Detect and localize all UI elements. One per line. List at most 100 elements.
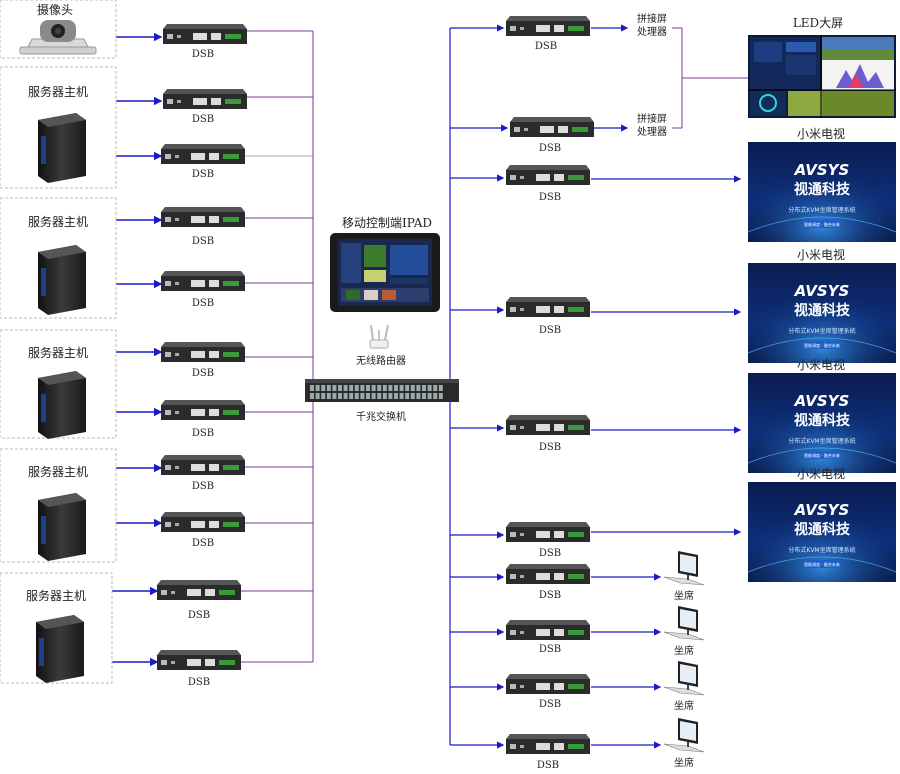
tv-brand-text: AVSYS bbox=[794, 392, 850, 410]
dsb-device bbox=[161, 207, 245, 227]
tv-tagline-text: 分布式KVM坐席管理系统 bbox=[788, 546, 855, 554]
server-label: 服务器主机 bbox=[28, 214, 88, 229]
dsb-label: DSB bbox=[192, 298, 214, 309]
tv-label: 小米电视 bbox=[797, 126, 845, 141]
tv-company-text: 视通科技 bbox=[794, 181, 851, 198]
switch-port bbox=[399, 385, 404, 391]
server-icon bbox=[38, 245, 86, 315]
server-tower-icons bbox=[36, 113, 86, 683]
dsb-label: DSB bbox=[192, 481, 214, 492]
switch-port bbox=[405, 385, 410, 391]
ipad-icon bbox=[330, 233, 440, 312]
switch-port bbox=[315, 393, 320, 399]
tv-tagline-text: 分布式KVM坐席管理系统 bbox=[788, 206, 855, 214]
server-icon bbox=[38, 493, 86, 561]
tv-label: 小米电视 bbox=[797, 357, 845, 372]
switch-port bbox=[310, 393, 314, 399]
switch-port bbox=[315, 385, 320, 391]
switch-port bbox=[433, 393, 438, 399]
switch-port bbox=[394, 385, 398, 391]
connection-lines bbox=[112, 24, 748, 749]
server-label: 服务器主机 bbox=[26, 588, 86, 603]
switch-port bbox=[399, 393, 404, 399]
seat-label: 坐席 bbox=[674, 699, 694, 712]
splice-processor-label: 拼接屏处理器 bbox=[637, 12, 667, 38]
switch-port bbox=[377, 385, 382, 391]
seat-label: 坐席 bbox=[674, 756, 694, 769]
camera-label: 摄像头 bbox=[37, 2, 73, 17]
tv-company-text: 视通科技 bbox=[794, 521, 851, 538]
switch-port bbox=[360, 393, 365, 399]
server-icon bbox=[38, 371, 86, 439]
switch-port bbox=[321, 393, 326, 399]
dsb-label: DSB bbox=[539, 143, 561, 154]
switch-port bbox=[371, 393, 376, 399]
server-icon bbox=[38, 113, 86, 183]
tv-brand-text: AVSYS bbox=[794, 161, 850, 179]
led-screen bbox=[748, 35, 896, 118]
switch-port bbox=[326, 393, 331, 399]
switch-port bbox=[354, 393, 359, 399]
server-icon bbox=[36, 615, 84, 683]
dsb-label: DSB bbox=[539, 590, 561, 601]
wireless-router-icon bbox=[369, 324, 389, 349]
seat-label: 坐席 bbox=[674, 589, 694, 602]
dsb-device bbox=[161, 400, 245, 420]
dsb-device bbox=[506, 734, 590, 754]
dsb-label: DSB bbox=[539, 325, 561, 336]
dsb-label: DSB bbox=[537, 760, 559, 771]
dsb-label: DSB bbox=[539, 548, 561, 559]
seat-monitor-icon: 坐席 bbox=[663, 661, 705, 712]
switch-port bbox=[427, 385, 432, 391]
tv-company-text: 视通科技 bbox=[794, 412, 851, 429]
dsb-device bbox=[163, 89, 247, 109]
tv-brand-text: AVSYS bbox=[794, 282, 850, 300]
switch-port bbox=[338, 393, 342, 399]
seat-monitor-icon: 坐席 bbox=[663, 551, 705, 602]
switch-port bbox=[349, 385, 354, 391]
dsb-device bbox=[161, 512, 245, 532]
dsb-label: DSB bbox=[188, 610, 210, 621]
server-label: 服务器主机 bbox=[28, 345, 88, 360]
switch-port bbox=[354, 385, 359, 391]
dsb-label: DSB bbox=[192, 114, 214, 125]
dsb-device bbox=[506, 620, 590, 640]
dsb-device bbox=[163, 24, 247, 44]
dsb-device bbox=[506, 415, 590, 435]
seat-monitor-icon: 坐席 bbox=[663, 606, 705, 657]
splice-processor-label: 拼接屏处理器 bbox=[637, 112, 667, 138]
tv-button-text: 智能调度 · 融合未来 bbox=[804, 561, 840, 567]
switch-port bbox=[321, 385, 326, 391]
switch-port bbox=[326, 385, 331, 391]
dsb-label: DSB bbox=[192, 368, 214, 379]
seat-label: 坐席 bbox=[674, 644, 694, 657]
server-label: 服务器主机 bbox=[28, 464, 88, 479]
dsb-device bbox=[161, 144, 245, 164]
switch-port bbox=[332, 385, 337, 391]
switch-port bbox=[388, 385, 393, 391]
source-group-boxes bbox=[0, 0, 117, 684]
switch-port bbox=[405, 393, 410, 399]
switch-port bbox=[427, 393, 432, 399]
dsb-label: DSB bbox=[539, 644, 561, 655]
switch-port bbox=[343, 385, 348, 391]
dsb-device bbox=[161, 342, 245, 362]
dsb-label: DSB bbox=[539, 699, 561, 710]
switch-port bbox=[410, 385, 415, 391]
switch-port bbox=[382, 393, 387, 399]
tv-button-text: 智能调度 · 融合未来 bbox=[804, 342, 840, 348]
dsb-device bbox=[506, 297, 590, 317]
switch-port bbox=[338, 385, 342, 391]
switch-port bbox=[360, 385, 365, 391]
switch-port bbox=[377, 393, 382, 399]
dsb-device bbox=[161, 455, 245, 475]
switch-port bbox=[416, 385, 421, 391]
dsb-device bbox=[506, 16, 590, 36]
switch-port bbox=[422, 385, 426, 391]
gigabit-switch-icon bbox=[305, 379, 459, 402]
switch-port bbox=[382, 385, 387, 391]
switch-port bbox=[332, 393, 337, 399]
